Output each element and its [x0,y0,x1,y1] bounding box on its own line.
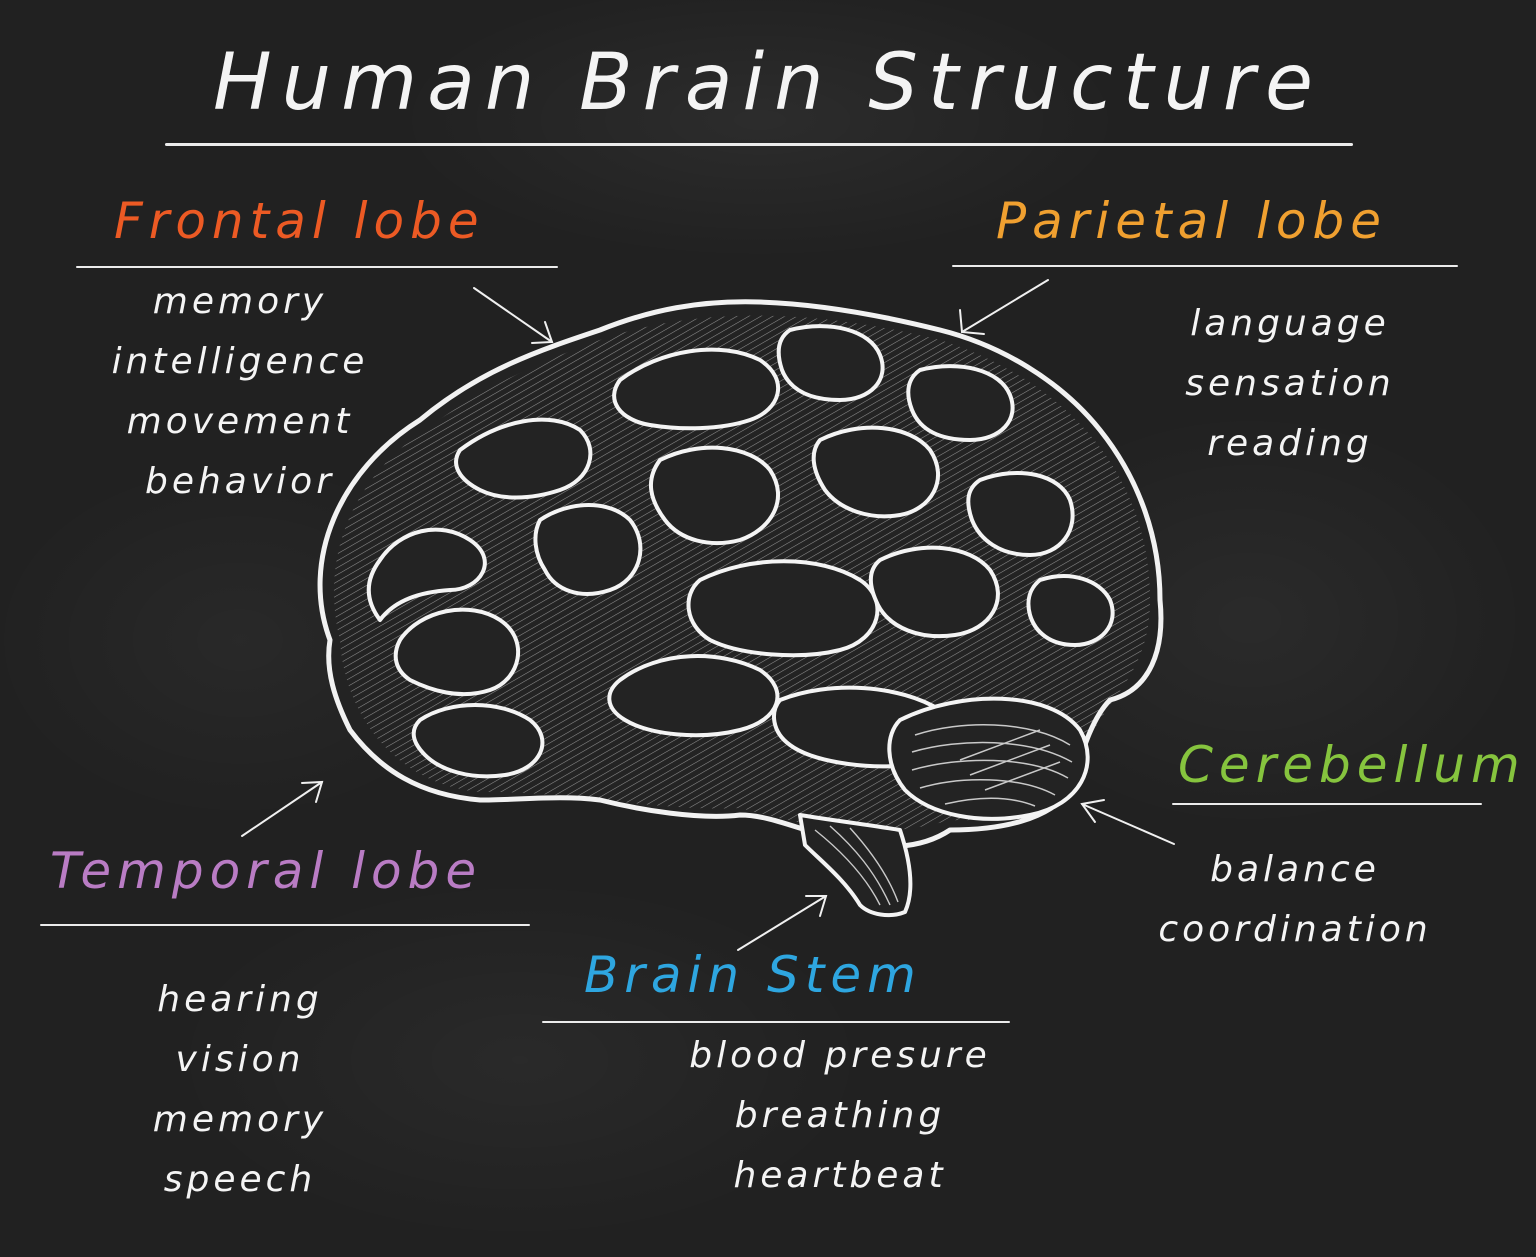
brain-stem-functions: blood presure breathing heartbeat [660,1026,1020,1206]
frontal-lobe-heading: Frontal lobe [114,192,485,250]
function-item: blood presure [689,1035,991,1076]
brain-stem-underline [542,1021,1010,1023]
page-title: Human Brain Structure [213,38,1323,128]
function-item: breathing [734,1095,946,1136]
function-item: language [1190,303,1390,344]
brain-gyri [366,324,1115,779]
cerebellum-underline [1172,803,1482,805]
parietal-arrow-icon [959,279,1049,335]
frontal-lobe-functions: memory intelligence movement behavior [90,272,390,512]
function-item: movement [126,401,354,442]
frontal-arrow-icon [473,287,554,344]
function-item: memory [152,281,328,322]
cerebellum-arrow-icon [1080,799,1175,845]
function-item: reading [1207,423,1373,464]
function-item: heartbeat [733,1155,947,1196]
title-underline [165,143,1353,146]
brain-stem-heading: Brain Stem [584,946,922,1004]
function-item: balance [1210,849,1380,890]
function-item: memory [152,1099,328,1140]
function-item: hearing [157,979,323,1020]
pointer-arrows [241,279,1175,951]
function-item: sensation [1185,363,1395,404]
temporal-lobe-underline [40,924,530,926]
parietal-lobe-functions: language sensation reading [1140,294,1440,474]
function-item: vision [175,1039,305,1080]
temporal-arrow-icon [241,780,324,837]
cerebellum-heading: Cerebellum [1178,736,1526,794]
cerebellum-functions: balance coordination [1130,840,1460,960]
cerebellum-sketch [887,696,1090,821]
parietal-lobe-heading: Parietal lobe [996,192,1388,250]
function-item: coordination [1158,909,1432,950]
function-item: intelligence [111,341,369,382]
temporal-lobe-functions: hearing vision memory speech [90,970,390,1210]
brain-stem-sketch [798,813,913,918]
parietal-lobe-underline [952,265,1458,267]
function-item: speech [163,1159,317,1200]
temporal-lobe-heading: Temporal lobe [50,842,483,900]
function-item: behavior [144,461,335,502]
brain-stem-arrow-icon [737,895,828,951]
frontal-lobe-underline [76,266,558,268]
